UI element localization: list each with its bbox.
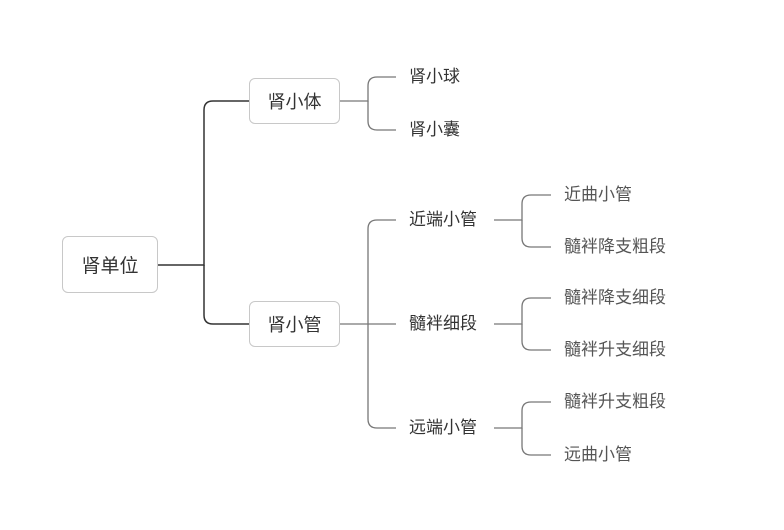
link-root-to-branch-2 xyxy=(203,265,249,325)
link-g2-to-l1 xyxy=(494,297,551,325)
link-g2-to-l2 xyxy=(521,324,551,351)
link-root-to-branch-1 xyxy=(158,100,249,266)
subtopic-thick-descending[interactable]: 髓袢降支粗段 xyxy=(564,237,666,257)
topic-glomerulus[interactable]: 肾小球 xyxy=(409,67,460,87)
root-node[interactable]: 肾单位 xyxy=(62,236,158,293)
link-b2-to-c1 xyxy=(340,219,396,325)
link-b2-to-c3 xyxy=(367,324,396,429)
subtopic-distal-convoluted[interactable]: 远曲小管 xyxy=(564,445,632,465)
link-g3-to-l2 xyxy=(521,428,551,456)
topic-proximal-tubule[interactable]: 近端小管 xyxy=(409,210,477,230)
root-label: 肾单位 xyxy=(81,255,139,277)
branch-label: 肾小体 xyxy=(267,92,322,113)
link-b1-to-c1 xyxy=(340,76,396,102)
topic-thin-loop[interactable]: 髓袢细段 xyxy=(409,314,477,334)
branch-label: 肾小管 xyxy=(267,315,322,336)
topic-distal-tubule[interactable]: 远端小管 xyxy=(409,418,477,438)
link-g1-to-l2 xyxy=(521,220,551,248)
link-b1-to-c2 xyxy=(367,101,396,131)
link-g1-to-l1 xyxy=(494,194,551,221)
subtopic-thin-ascending[interactable]: 髓袢升支细段 xyxy=(564,340,666,360)
branch-node-renal-corpuscle[interactable]: 肾小体 xyxy=(249,78,340,124)
subtopic-thick-ascending[interactable]: 髓袢升支粗段 xyxy=(564,392,666,412)
branch-node-renal-tubule[interactable]: 肾小管 xyxy=(249,301,340,347)
topic-bowman-capsule[interactable]: 肾小囊 xyxy=(409,120,460,140)
link-g3-to-l1 xyxy=(494,401,551,429)
subtopic-thin-descending[interactable]: 髓袢降支细段 xyxy=(564,288,666,308)
subtopic-proximal-convoluted[interactable]: 近曲小管 xyxy=(564,185,632,205)
